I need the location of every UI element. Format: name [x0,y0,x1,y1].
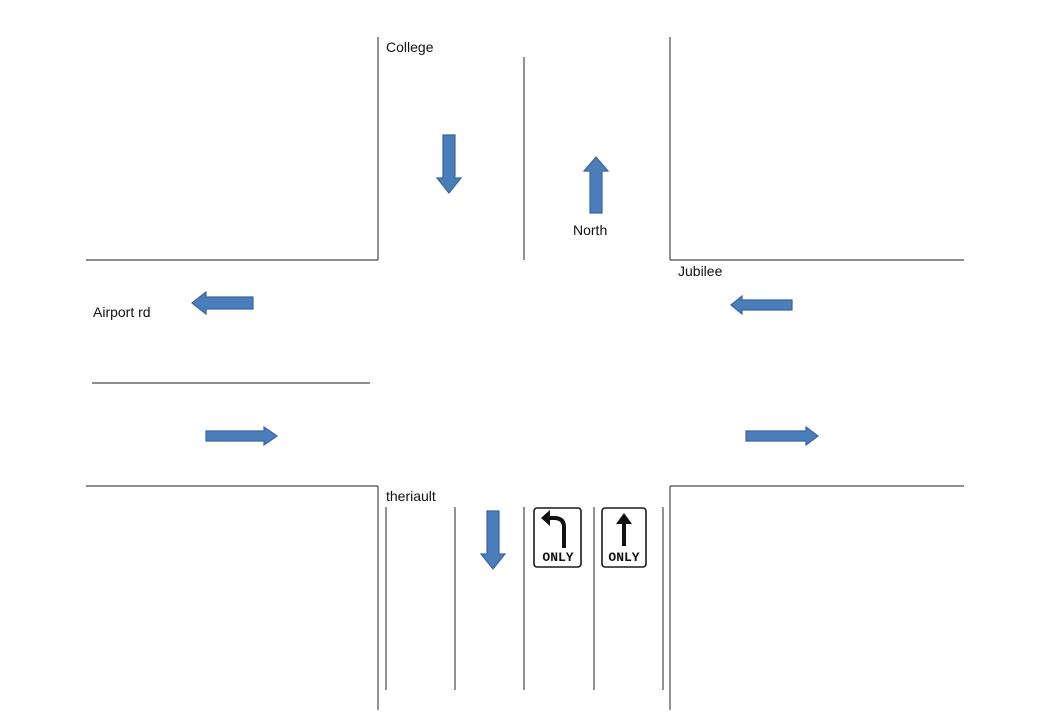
straight-only-text: ONLY [608,550,639,565]
left-turn-only-sign: ONLY [533,507,582,568]
left-turn-arrow-icon [549,516,566,548]
jubilee-eastbound-arrow-icon [745,425,819,447]
airport-eastbound-arrow-icon [205,425,279,447]
theriault-street-label: theriault [386,488,436,504]
college-street-label: College [386,39,434,55]
north-northbound-arrow-icon [582,156,610,214]
airport-westbound-arrow-icon [191,290,254,316]
left-turn-arrowhead-icon [541,510,550,526]
left-turn-only-text: ONLY [542,550,573,565]
straight-arrowhead-icon [616,513,632,524]
north-lane-label: North [573,222,608,238]
college-southbound-arrow-icon [435,134,463,194]
airport-rd-street-label: Airport rd [93,304,151,320]
jubilee-street-label: Jubilee [678,263,723,279]
jubilee-westbound-arrow-icon [730,294,793,316]
straight-only-sign: ONLY [601,507,647,568]
theriault-southbound-arrow-icon [479,510,507,570]
